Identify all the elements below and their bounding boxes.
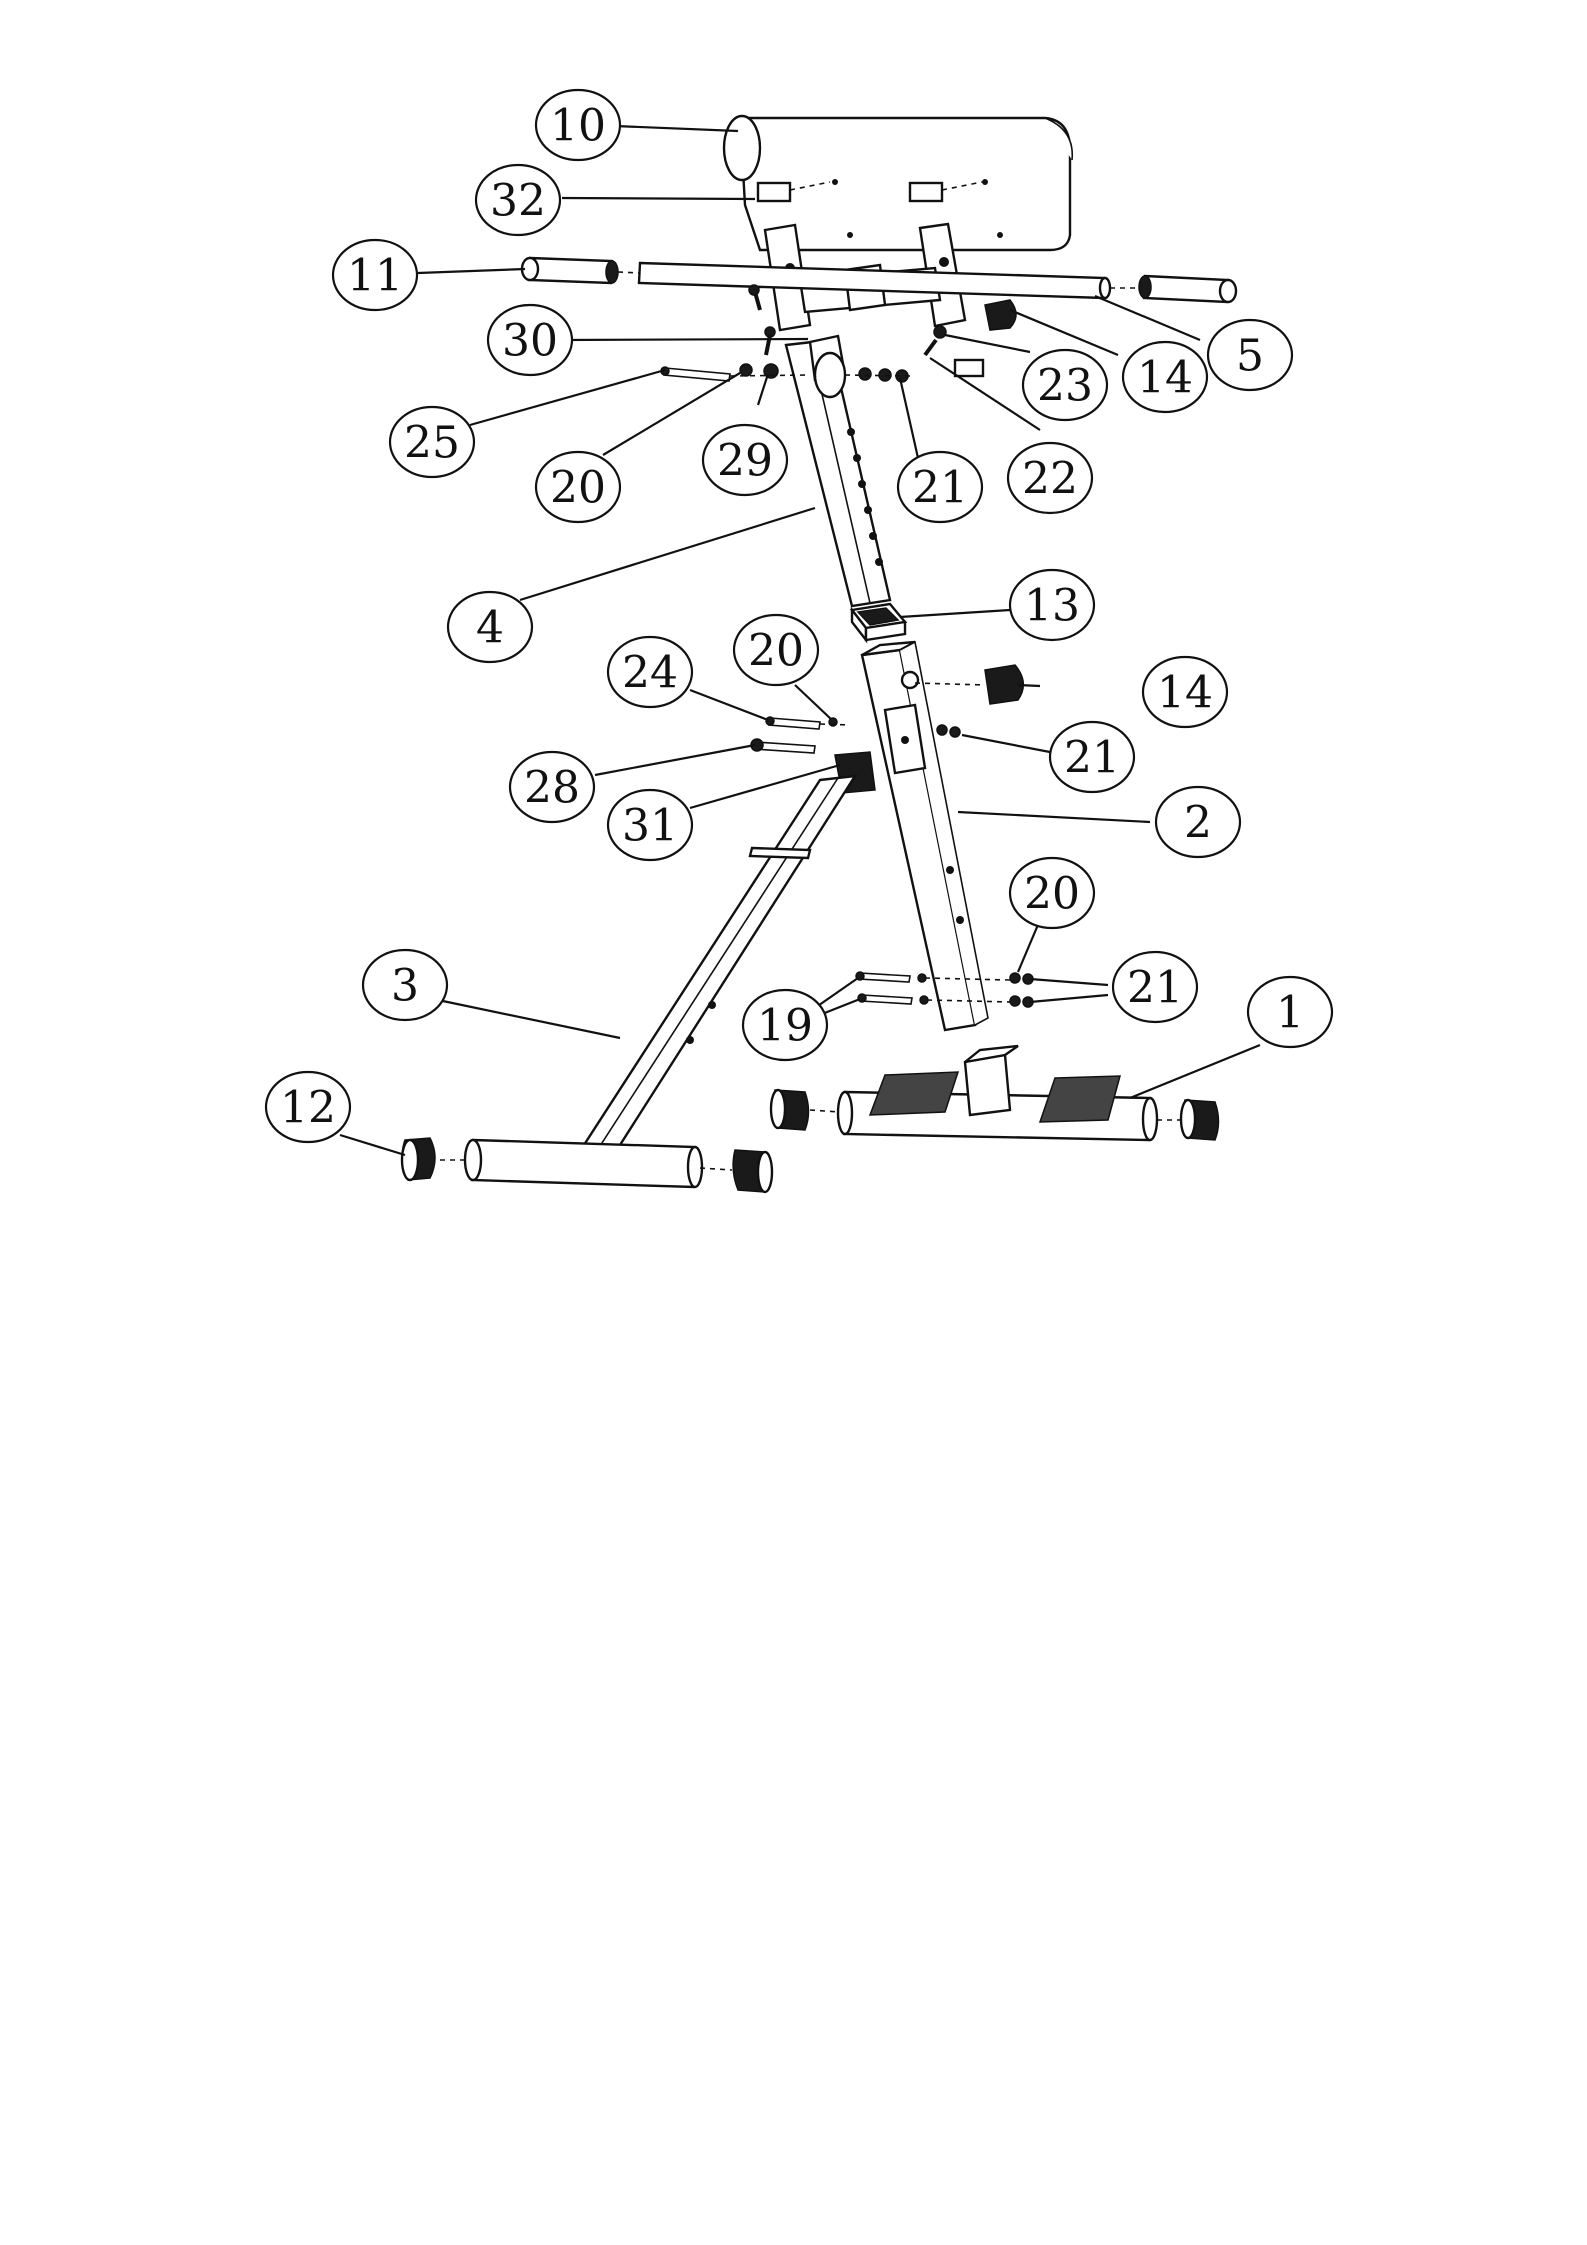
svg-text:14: 14 [1137,353,1193,404]
svg-text:10: 10 [550,101,606,152]
callout-25: 25 [390,407,474,477]
callout-20-lower: 20 [1010,858,1094,928]
callout-23: 23 [1023,350,1107,420]
callout-19: 19 [743,990,827,1060]
svg-text:3: 3 [391,961,419,1012]
svg-text:11: 11 [347,251,403,302]
callout-21-lower: 21 [1113,952,1197,1022]
callout-21-upper: 21 [898,452,982,522]
callout-10: 10 [536,90,620,160]
svg-text:20: 20 [748,626,804,677]
svg-text:21: 21 [1127,963,1183,1014]
callout-28: 28 [510,752,594,822]
callout-1: 1 [1248,977,1332,1047]
upper-pin-hardware [661,364,910,382]
svg-text:2: 2 [1184,798,1212,849]
svg-text:32: 32 [490,176,546,227]
front-base [771,1046,1219,1140]
lower-knob [915,665,1040,704]
callout-11: 11 [333,240,417,310]
callout-21-middle: 21 [1050,722,1134,792]
svg-text:4: 4 [476,603,504,654]
callout-20-middle: 20 [734,615,818,685]
square-insert [852,604,905,640]
callout-14-upper: 14 [1123,342,1207,412]
callout-22: 22 [1008,443,1092,513]
callout-3: 3 [363,950,447,1020]
callout-30: 30 [488,305,572,375]
callout-14-lower: 14 [1143,657,1227,727]
svg-text:19: 19 [757,1001,813,1052]
callout-5: 5 [1208,320,1292,390]
svg-text:14: 14 [1157,668,1213,719]
svg-text:28: 28 [524,763,580,814]
svg-text:29: 29 [717,436,773,487]
svg-text:31: 31 [622,801,678,852]
svg-text:13: 13 [1024,581,1080,632]
svg-text:20: 20 [550,463,606,514]
callout-24: 24 [608,637,692,707]
callout-12: 12 [266,1072,350,1142]
svg-text:12: 12 [280,1083,336,1134]
main-upright [862,642,988,1030]
callout-4: 4 [448,592,532,662]
svg-text:5: 5 [1236,331,1264,382]
svg-text:1: 1 [1276,988,1304,1039]
svg-text:30: 30 [502,316,558,367]
svg-text:23: 23 [1037,361,1093,412]
callout-2: 2 [1156,787,1240,857]
callout-31: 31 [608,790,692,860]
svg-text:24: 24 [622,648,678,699]
svg-text:22: 22 [1022,454,1078,505]
callout-29: 29 [703,425,787,495]
svg-text:21: 21 [1064,733,1120,784]
callout-32: 32 [476,165,560,235]
callout-20-upper: 20 [536,452,620,522]
adjustable-post [786,336,890,606]
svg-text:21: 21 [912,463,968,514]
callout-13: 13 [1010,570,1094,640]
svg-text:20: 20 [1024,869,1080,920]
svg-text:25: 25 [404,418,460,469]
